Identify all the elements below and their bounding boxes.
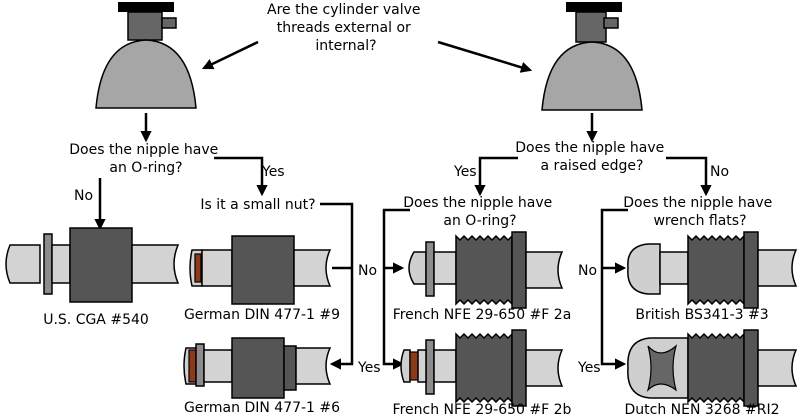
connector-label-cga-540: U.S. CGA #540 xyxy=(43,312,149,328)
question-small-nut: Is it a small nut? xyxy=(200,197,315,213)
din-477-1-6-connector-illustration xyxy=(183,337,332,399)
answer-no-raised: No xyxy=(710,164,729,180)
connector-label-din-477-1-9: German DIN 477-1 #9 xyxy=(184,307,340,323)
answer-no-wrench: No xyxy=(578,263,597,279)
internal-thread-valve-icon xyxy=(541,2,643,111)
answer-yes-small-nut: Yes xyxy=(357,360,381,376)
answer-yes-wrench: Yes xyxy=(577,360,601,376)
external-thread-valve-icon xyxy=(95,2,197,109)
connector-label-bs341-3: British BS341-3 #3 xyxy=(635,307,768,323)
question-oring-right: Does the nipple have an O-ring? xyxy=(403,195,556,229)
nen-3268-connector-illustration xyxy=(627,329,798,407)
answer-yes-raised: Yes xyxy=(453,164,477,180)
answer-yes-oring-left: Yes xyxy=(261,164,285,180)
connector-label-nfe-f2a: French NFE 29-650 #F 2a xyxy=(393,307,572,323)
nfe-29-650-f2b-connector-illustration xyxy=(400,329,564,407)
answer-no-oring-left: No xyxy=(74,188,93,204)
din-477-1-9-connector-illustration xyxy=(189,235,332,305)
question-oring-left: Does the nipple have an O-ring? xyxy=(69,142,222,176)
nfe-29-650-f2a-connector-illustration xyxy=(408,231,564,309)
question-raised-edge: Does the nipple have a raised edge? xyxy=(515,140,668,174)
flow-arrows xyxy=(94,40,712,370)
connector-label-nen-3268: Dutch NEN 3268 #RI2 xyxy=(625,402,780,418)
cga-540-connector-illustration xyxy=(5,227,180,303)
answer-no-small-nut: No xyxy=(358,263,377,279)
connector-label-din-477-1-6: German DIN 477-1 #6 xyxy=(184,400,340,416)
connector-label-nfe-f2b: French NFE 29-650 #F 2b xyxy=(393,402,572,418)
question-wrench-flats: Does the nipple have wrench flats? xyxy=(623,195,776,229)
question-thread-type: Are the cylinder valve threads external … xyxy=(267,2,425,54)
bs341-3-connector-illustration xyxy=(627,231,798,309)
